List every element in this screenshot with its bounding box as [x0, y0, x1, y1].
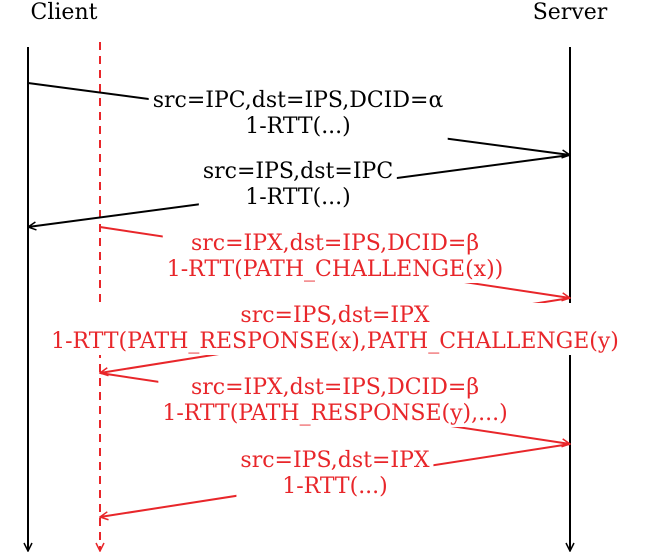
message-4-payload: 1-RTT(PATH_RESPONSE(x),PATH_CHALLENGE(y) — [51, 329, 619, 354]
message-6-label: src=IPS,dst=IPX 1-RTT(...) — [236, 448, 434, 500]
message-1-label: src=IPC,dst=IPS,DCID=α 1-RTT(...) — [148, 88, 448, 140]
message-2-headers: src=IPS,dst=IPC — [202, 159, 394, 184]
message-6-payload: 1-RTT(...) — [282, 474, 388, 499]
message-2-label: src=IPS,dst=IPC 1-RTT(...) — [198, 159, 398, 211]
message-2-payload: 1-RTT(...) — [245, 185, 351, 210]
message-5-payload: 1-RTT(PATH_RESPONSE(y),...) — [162, 401, 508, 426]
message-1-payload: 1-RTT(...) — [245, 114, 351, 139]
server-header: Server — [532, 0, 608, 25]
message-4-label: src=IPS,dst=IPX 1-RTT(PATH_RESPONSE(x),P… — [47, 303, 623, 355]
message-3-headers: src=IPX,dst=IPS,DCID=β — [190, 231, 480, 256]
message-5-label: src=IPX,dst=IPS,DCID=β 1-RTT(PATH_RESPON… — [158, 375, 512, 427]
message-4-headers: src=IPS,dst=IPX — [240, 303, 430, 328]
message-1-headers: src=IPC,dst=IPS,DCID=α — [152, 88, 444, 113]
client-header: Client — [30, 0, 98, 25]
message-6-headers: src=IPS,dst=IPX — [240, 448, 430, 473]
message-5-headers: src=IPX,dst=IPS,DCID=β — [190, 375, 480, 400]
message-3-payload: 1-RTT(PATH_CHALLENGE(x)) — [166, 257, 504, 282]
message-3-label: src=IPX,dst=IPS,DCID=β 1-RTT(PATH_CHALLE… — [162, 231, 508, 283]
